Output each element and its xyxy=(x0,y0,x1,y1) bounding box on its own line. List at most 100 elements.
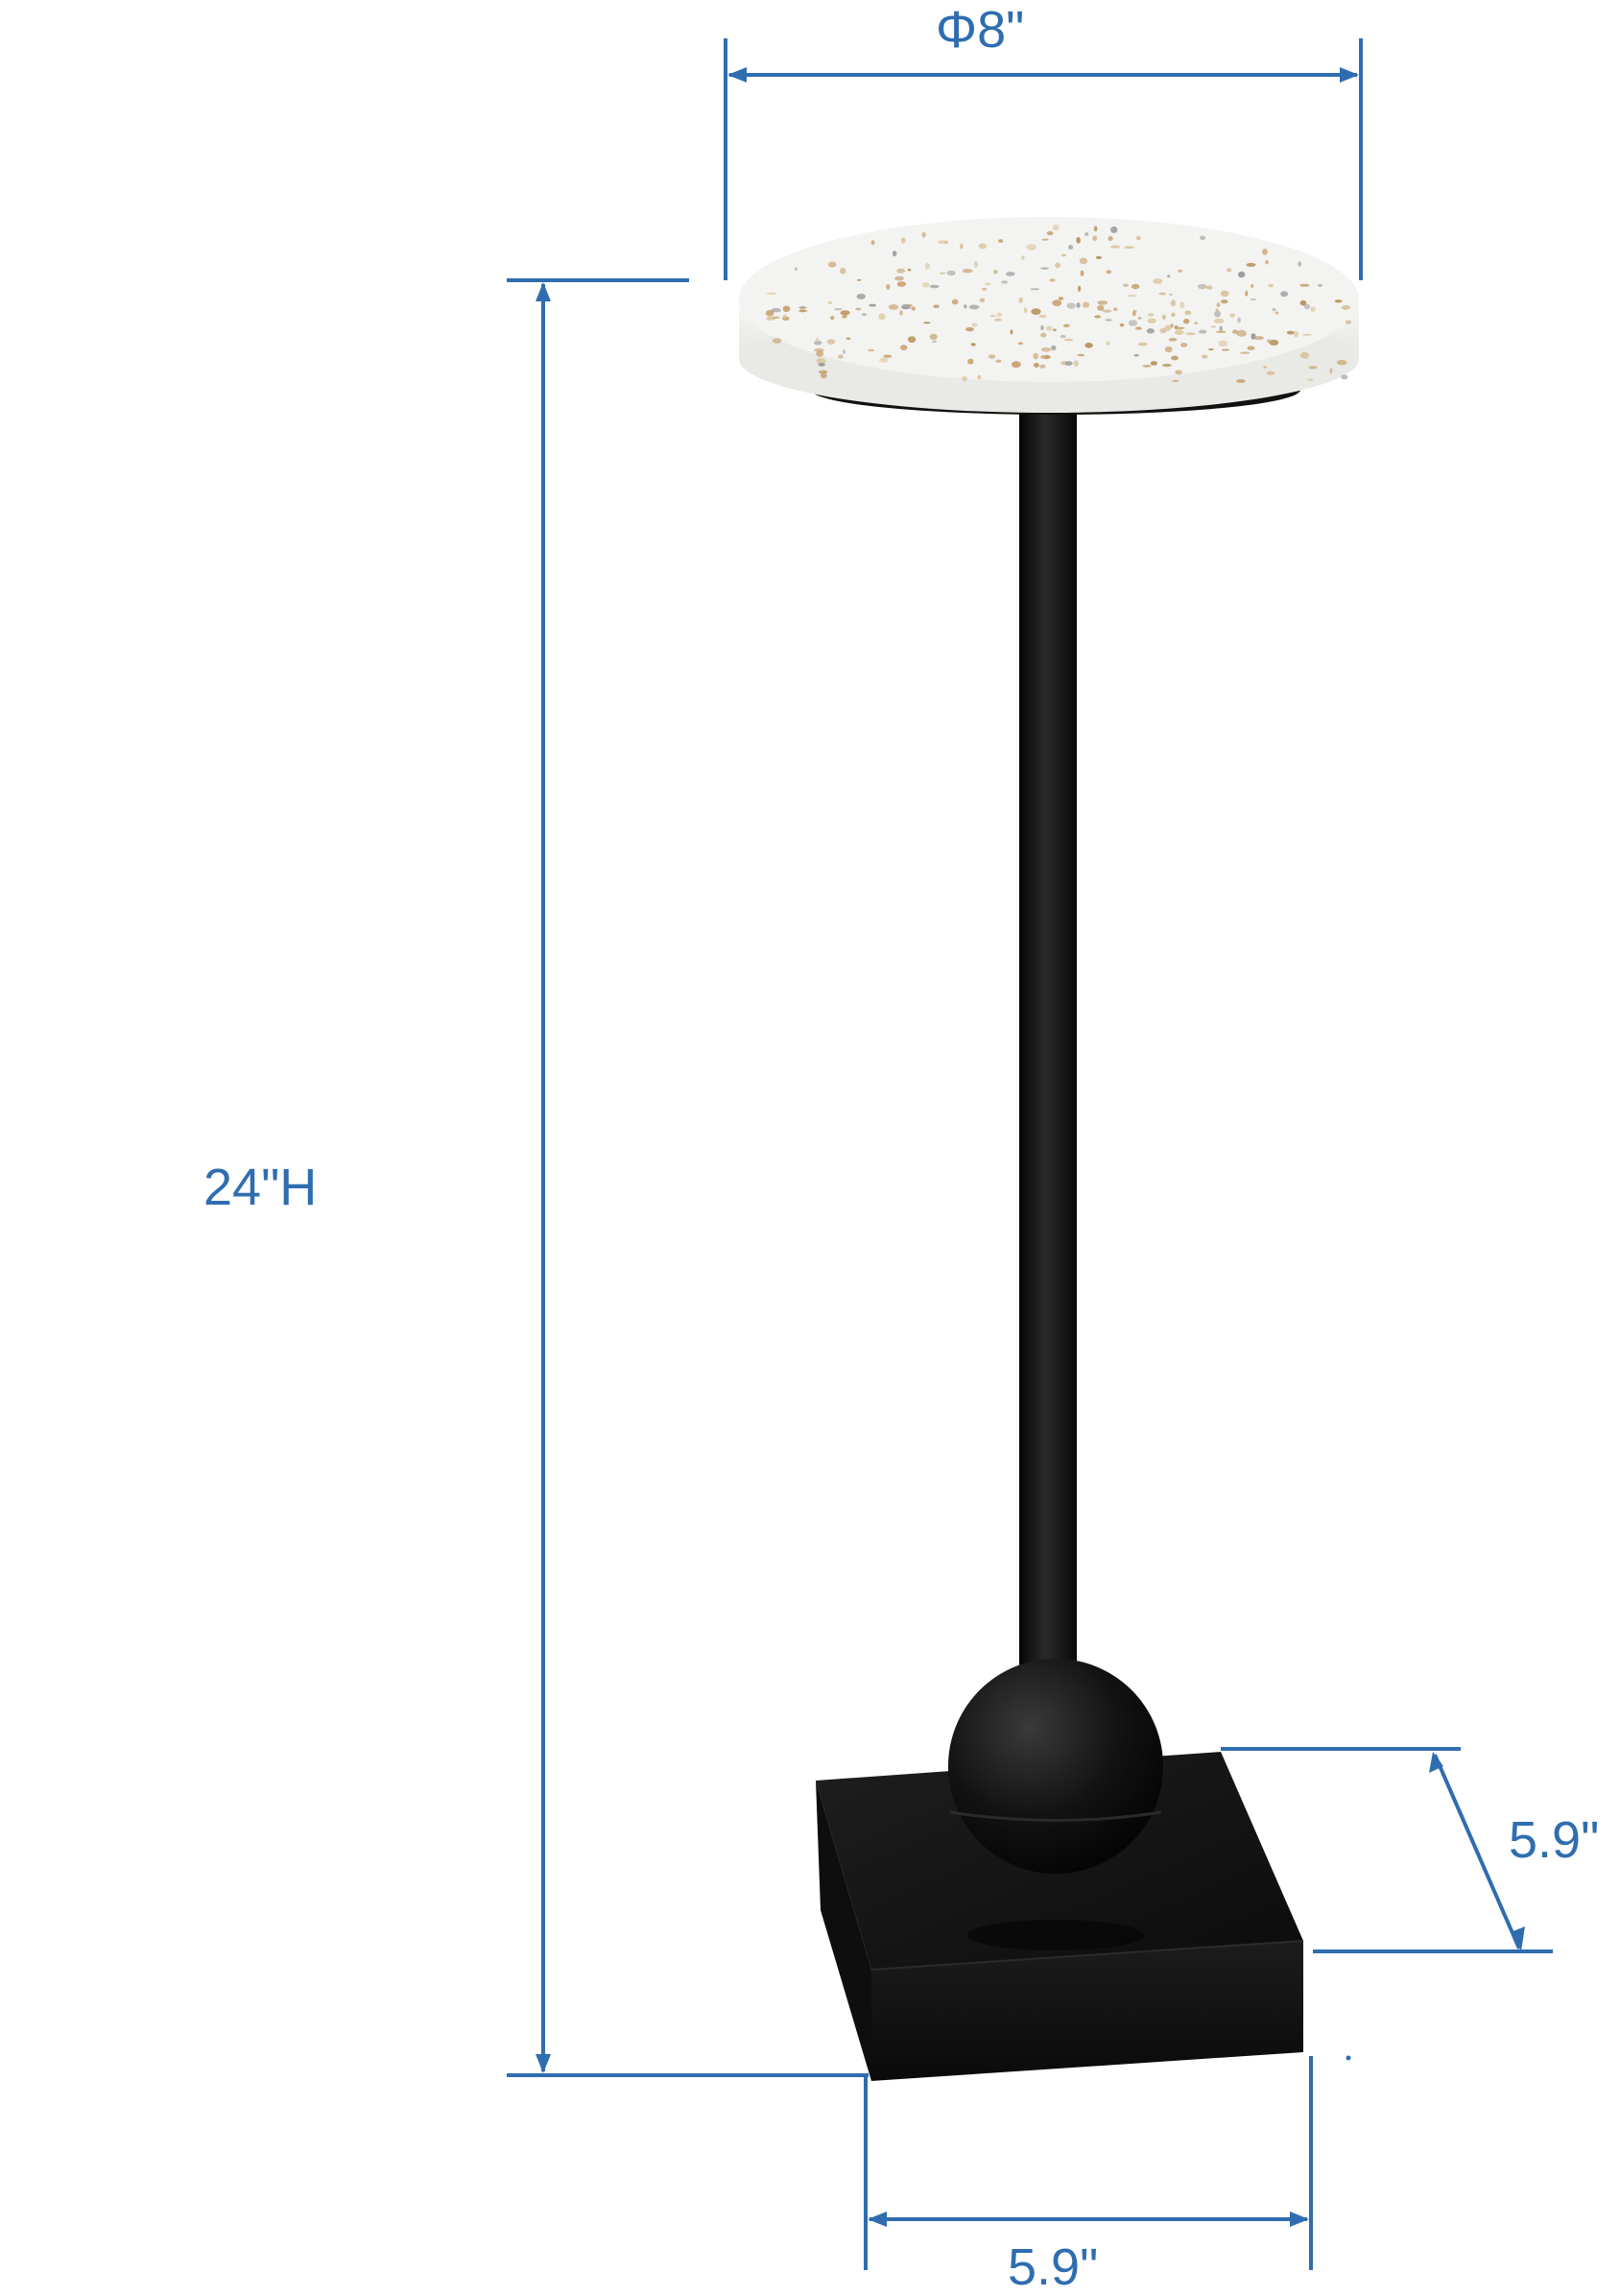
terrazzo-fleck xyxy=(1110,226,1118,233)
terrazzo-fleck xyxy=(1253,336,1264,341)
terrazzo-fleck xyxy=(1064,361,1073,366)
terrazzo-fleck xyxy=(1033,352,1038,360)
terrazzo-fleck xyxy=(1172,379,1179,382)
dimension-lines xyxy=(507,38,1553,2270)
terrazzo-fleck xyxy=(1174,329,1184,336)
terrazzo-fleck xyxy=(962,269,973,274)
height-dimension xyxy=(507,278,869,2077)
terrazzo-fleck xyxy=(818,363,825,367)
terrazzo-fleck xyxy=(1251,283,1254,288)
terrazzo-fleck xyxy=(1052,224,1060,231)
terrazzo-fleck xyxy=(886,284,891,290)
terrazzo-fleck xyxy=(1308,366,1318,370)
terrazzo-fleck xyxy=(1106,341,1110,346)
terrazzo-fleck xyxy=(771,308,781,313)
terrazzo-fleck xyxy=(1208,348,1214,350)
terrazzo-fleck xyxy=(1337,360,1347,366)
terrazzo-fleck xyxy=(1045,325,1053,331)
terrazzo-fleck xyxy=(840,267,846,275)
terrazzo-fleck xyxy=(1119,323,1125,327)
terrazzo-fleck xyxy=(1200,235,1206,241)
terrazzo-fleck xyxy=(816,357,826,365)
terrazzo-fleck xyxy=(1246,262,1256,267)
terrazzo-fleck xyxy=(814,340,822,346)
base-depth-dimension xyxy=(1221,1747,1553,1953)
terrazzo-fleck xyxy=(856,294,866,299)
terrazzo-fleck xyxy=(1062,323,1070,327)
base-width-dimension xyxy=(864,2056,1313,2270)
table-ball xyxy=(948,1659,1163,1874)
terrazzo-fleck xyxy=(1250,299,1257,300)
terrazzo-fleck xyxy=(1221,348,1230,351)
terrazzo-fleck xyxy=(1113,307,1118,311)
terrazzo-fleck xyxy=(1171,312,1176,318)
terrazzo-fleck xyxy=(827,261,837,268)
terrazzo-fleck xyxy=(896,268,906,274)
terrazzo-fleck xyxy=(960,243,964,250)
terrazzo-fleck xyxy=(1215,308,1219,312)
terrazzo-fleck xyxy=(1095,255,1102,259)
terrazzo-fleck xyxy=(1132,310,1136,317)
terrazzo-fleck xyxy=(1272,308,1276,312)
terrazzo-fleck xyxy=(1060,253,1067,257)
terrazzo-fleck xyxy=(878,357,889,363)
terrazzo-fleck xyxy=(1010,329,1013,335)
terrazzo-fleck xyxy=(1076,236,1081,244)
terrazzo-fleck xyxy=(1068,245,1074,250)
terrazzo-fleck xyxy=(1023,307,1028,314)
terrazzo-fleck xyxy=(1229,313,1235,318)
terrazzo-fleck xyxy=(1194,322,1199,325)
terrazzo-fleck xyxy=(1135,235,1141,241)
top-diameter-dimension xyxy=(724,38,1363,280)
terrazzo-fleck xyxy=(766,292,777,295)
terrazzo-fleck xyxy=(1066,302,1076,309)
terrazzo-fleck xyxy=(922,322,931,324)
terrazzo-fleck xyxy=(921,231,926,238)
terrazzo-fleck xyxy=(1168,338,1178,342)
terrazzo-fleck xyxy=(1060,334,1066,339)
terrazzo-fleck xyxy=(1147,313,1155,317)
terrazzo-fleck xyxy=(1218,344,1228,347)
terrazzo-fleck xyxy=(900,237,906,244)
terrazzo-fleck xyxy=(1049,278,1056,282)
terrazzo-fleck xyxy=(1108,236,1113,241)
terrazzo-fleck xyxy=(968,304,980,310)
terrazzo-fleck xyxy=(1052,299,1062,307)
terrazzo-fleck xyxy=(1133,354,1139,357)
terrazzo-fleck xyxy=(1298,261,1302,267)
terrazzo-fleck xyxy=(979,298,986,302)
terrazzo-fleck xyxy=(1046,230,1054,236)
terrazzo-fleck xyxy=(946,270,956,276)
terrazzo-fleck xyxy=(993,270,998,275)
terrazzo-fleck xyxy=(892,251,897,257)
terrazzo-fleck xyxy=(1214,310,1221,318)
terrazzo-fleck xyxy=(1265,260,1269,265)
terrazzo-fleck xyxy=(971,323,978,327)
terrazzo-fleck xyxy=(951,299,959,305)
terrazzo-fleck xyxy=(1164,346,1173,353)
terrazzo-fleck xyxy=(798,306,808,309)
terrazzo-fleck xyxy=(1040,332,1047,338)
terrazzo-fleck xyxy=(1236,379,1246,383)
terrazzo-fleck xyxy=(1299,283,1310,287)
terrazzo-fleck xyxy=(1076,302,1081,308)
terrazzo-fleck xyxy=(1185,332,1196,336)
terrazzo-fleck xyxy=(1345,320,1352,324)
terrazzo-fleck xyxy=(1018,297,1023,303)
terrazzo-fleck xyxy=(1038,314,1047,319)
terrazzo-fleck xyxy=(1147,318,1156,323)
terrazzo-fleck xyxy=(1341,305,1351,310)
terrazzo-fleck xyxy=(1031,308,1041,315)
terrazzo-fleck xyxy=(1102,309,1112,313)
terrazzo-fleck xyxy=(899,310,903,316)
terrazzo-fleck xyxy=(837,354,844,359)
terrazzo-fleck xyxy=(1220,290,1229,298)
terrazzo-fleck xyxy=(1055,262,1060,269)
terrazzo-fleck xyxy=(1210,325,1217,328)
terrazzo-fleck xyxy=(973,261,978,268)
terrazzo-fleck xyxy=(1158,292,1167,296)
terrazzo-fleck xyxy=(1175,370,1182,375)
terrazzo-fleck xyxy=(1063,338,1074,342)
terrazzo-fleck xyxy=(1199,329,1207,334)
terrazzo-fleck xyxy=(907,336,917,343)
